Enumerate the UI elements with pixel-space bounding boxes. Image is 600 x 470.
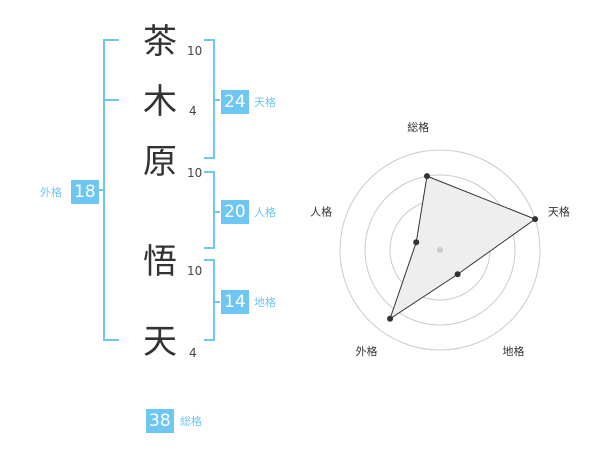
stroke-count-4: 10 bbox=[187, 264, 203, 278]
radar-point-1 bbox=[423, 173, 430, 180]
radar-polygon bbox=[389, 175, 537, 320]
soukaku-value: 38 bbox=[146, 409, 174, 433]
radar-axis-label: 天格 bbox=[548, 204, 570, 218]
radar-axis-label: 外格 bbox=[356, 344, 378, 358]
gaikaku-label: 外格 bbox=[40, 186, 62, 199]
name-char-4: 悟 bbox=[143, 242, 177, 282]
radar-point-2 bbox=[532, 216, 539, 223]
radar-axis-label: 人格 bbox=[310, 204, 332, 218]
tenkaku-value: 24 bbox=[221, 90, 249, 114]
radar-points bbox=[387, 173, 539, 322]
radar-point-3 bbox=[454, 271, 461, 278]
radar-point-5 bbox=[413, 239, 420, 246]
radar-axis-label: 地格 bbox=[502, 344, 524, 358]
name-char-1: 茶 bbox=[143, 22, 177, 62]
stroke-count-1: 10 bbox=[187, 44, 203, 58]
jinkaku-value: 20 bbox=[221, 200, 249, 224]
stroke-count-2: 4 bbox=[189, 104, 197, 118]
jinkaku-label: 人格 bbox=[254, 206, 276, 219]
name-char-3: 原 bbox=[143, 142, 177, 182]
chikaku-label: 地格 bbox=[254, 296, 276, 309]
radar-ring bbox=[364, 174, 516, 326]
radar-ring bbox=[339, 149, 541, 351]
radar-center bbox=[437, 247, 443, 253]
stroke-count-3: 10 bbox=[187, 166, 203, 180]
radar-axis-label: 総格 bbox=[407, 120, 429, 134]
name-char-2: 木 bbox=[143, 82, 177, 122]
stroke-count-5: 4 bbox=[189, 346, 197, 360]
chikaku-value: 14 bbox=[221, 290, 249, 314]
soukaku-label: 総格 bbox=[180, 415, 202, 428]
name-char-5: 天 bbox=[143, 322, 177, 362]
radar-point-4 bbox=[387, 315, 394, 322]
tenkaku-label: 天格 bbox=[254, 96, 276, 109]
gaikaku-value: 18 bbox=[71, 180, 99, 204]
